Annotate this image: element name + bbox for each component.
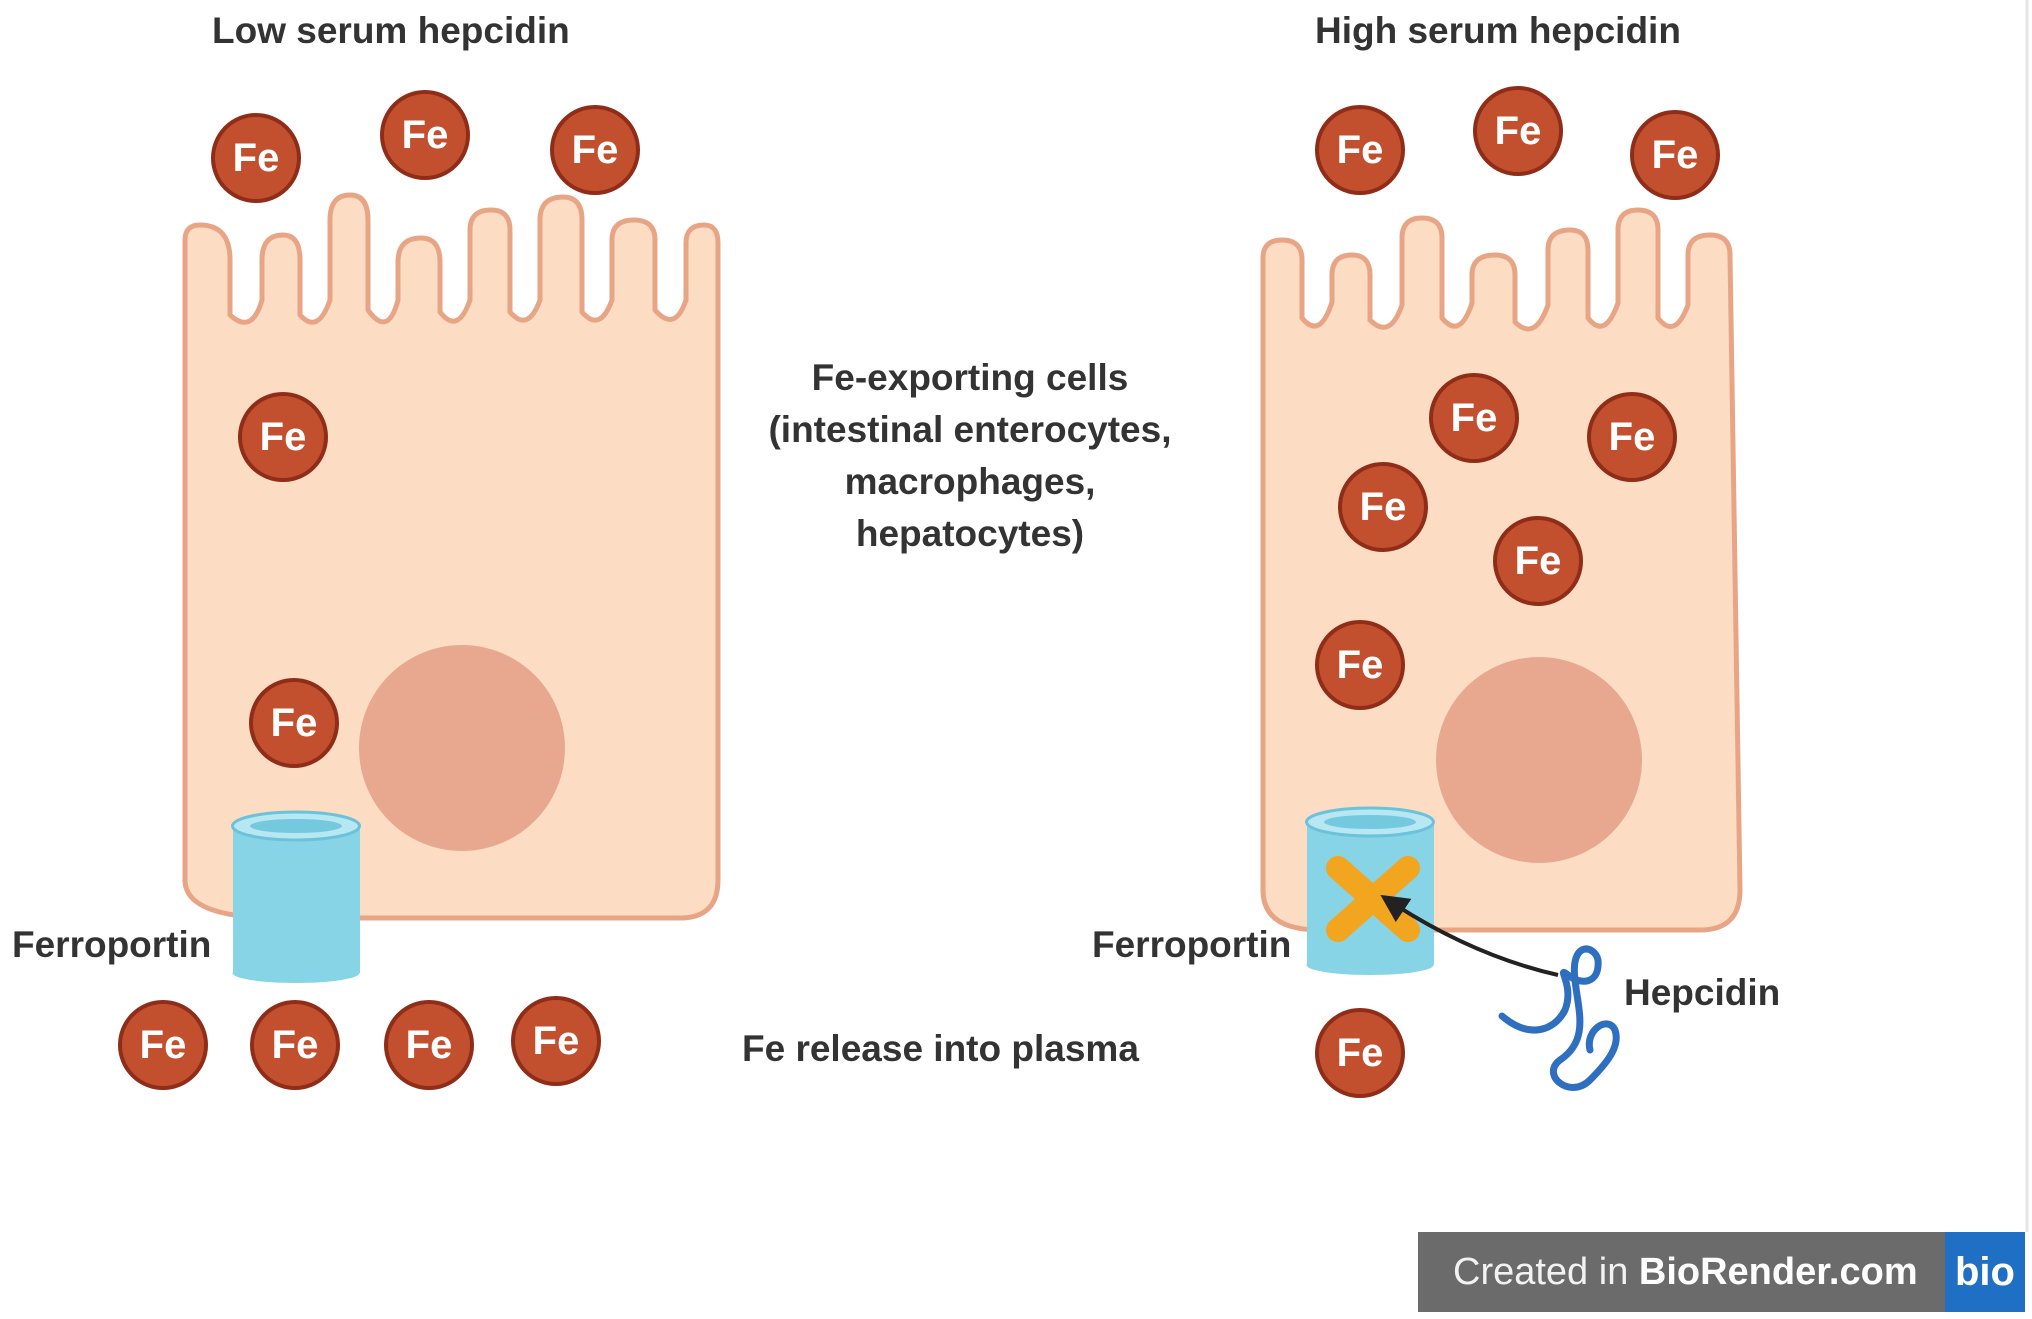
right-panel-title: High serum hepcidin <box>1315 10 1681 51</box>
center-line-2: (intestinal enterocytes, <box>768 409 1172 450</box>
center-line-4: hepatocytes) <box>855 513 1085 554</box>
badge-prefix: Created in <box>1453 1250 1639 1293</box>
fe-iron-ion: Fe <box>1473 86 1563 176</box>
left-ferroportin-channel <box>231 810 361 983</box>
fe-iron-ion: Fe <box>1315 620 1405 710</box>
hepcidin-peptide-icon <box>1498 945 1620 1091</box>
fe-iron-ion: Fe <box>238 392 328 482</box>
fe-iron-ion: Fe <box>1315 105 1405 195</box>
fe-iron-ion: Fe <box>1338 462 1428 552</box>
right-nucleus <box>1436 657 1642 863</box>
hepcidin-label: Hepcidin <box>1624 972 1781 1013</box>
biorender-badge[interactable]: Created in BioRender.com bio <box>1418 1232 2025 1312</box>
fe-iron-ion: Fe <box>384 1000 474 1090</box>
center-description: Fe-exporting cells (intestinal enterocyt… <box>730 352 1210 560</box>
left-nucleus <box>359 645 565 851</box>
biorender-badge-text: Created in BioRender.com <box>1418 1251 1945 1294</box>
fe-iron-ion: Fe <box>1630 110 1720 200</box>
fe-iron-ion: Fe <box>1429 373 1519 463</box>
fe-iron-ion: Fe <box>380 90 470 180</box>
left-ferroportin-label: Ferroportin <box>12 924 212 965</box>
fe-iron-ion: Fe <box>511 996 601 1086</box>
center-line-3: macrophages, <box>844 461 1096 502</box>
hepcidin-binding-arrow <box>1380 894 1559 977</box>
fe-iron-ion: Fe <box>249 678 339 768</box>
fe-iron-ion: Fe <box>211 113 301 203</box>
badge-brand: BioRender.com <box>1638 1250 1918 1293</box>
fe-iron-ion: Fe <box>1493 516 1583 606</box>
fe-iron-ion: Fe <box>550 105 640 195</box>
center-line-1: Fe-exporting cells <box>811 357 1129 398</box>
fe-iron-ion: Fe <box>1587 392 1677 482</box>
fe-iron-ion: Fe <box>1315 1008 1405 1098</box>
left-panel-title: Low serum hepcidin <box>212 10 570 51</box>
fe-iron-ion: Fe <box>250 1000 340 1090</box>
biorender-logo-icon: bio <box>1945 1232 2025 1312</box>
right-ferroportin-label: Ferroportin <box>1092 924 1292 965</box>
fe-release-label: Fe release into plasma <box>742 1028 1139 1069</box>
fe-iron-ion: Fe <box>118 1000 208 1090</box>
